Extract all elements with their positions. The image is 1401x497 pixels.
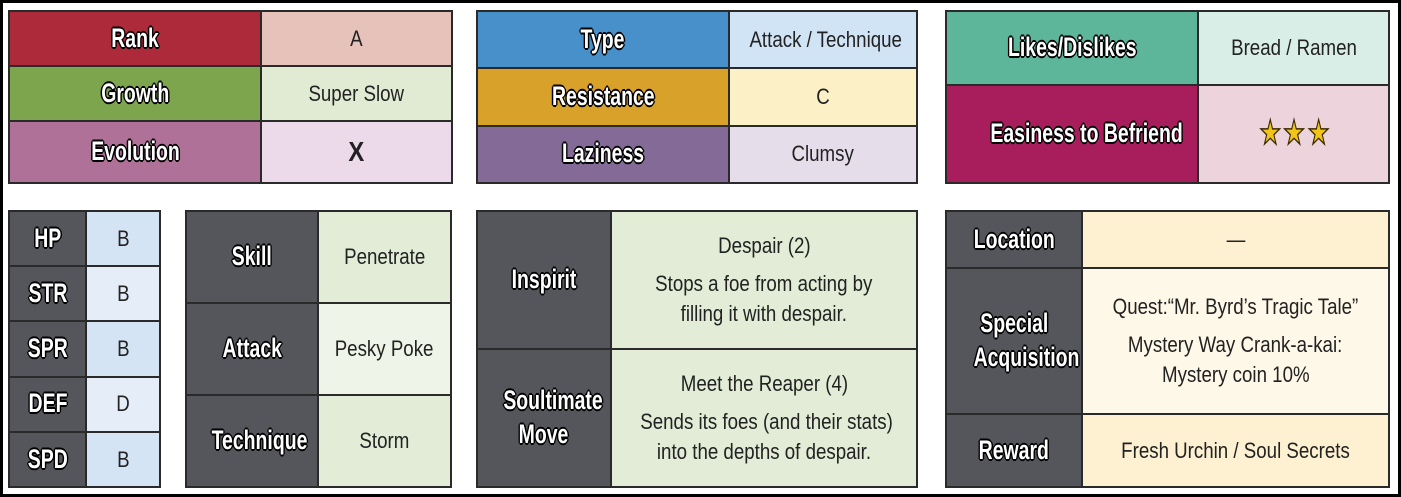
stat-label: SPR [8, 320, 87, 378]
inspirit-name: Despair (2) [717, 233, 811, 259]
inspirit-desc-line2: filling it with despair. [680, 300, 848, 326]
attack-row: Attack Pesky Poke [185, 302, 452, 396]
befriend-row: Easiness to Befriend ★★★ [945, 83, 1390, 185]
type-label: Type [476, 9, 730, 70]
stats-table: HP B STR B SPR B DEF D SPD B [8, 209, 161, 489]
stat-value: B [85, 430, 161, 489]
inspirit-desc-line1: Stops a foe from acting by [655, 271, 873, 297]
growth-value: Super Slow [260, 65, 453, 123]
stat-value: B [85, 209, 161, 268]
attack-value: Pesky Poke [317, 302, 452, 396]
evolution-row: Evolution X [8, 120, 453, 184]
skill-value: Penetrate [317, 210, 452, 304]
laziness-row: Laziness Clumsy [476, 124, 918, 185]
social-table: Likes/Dislikes Bread / Ramen Easiness to… [945, 10, 1390, 185]
special-line2: Mystery Way Crank-a-kai: [1128, 332, 1343, 358]
resistance-row: Resistance C [476, 67, 918, 127]
star-icon: ★ [1307, 113, 1330, 152]
befriend-value: ★★★ [1197, 83, 1390, 185]
special-line1: Quest:“Mr. Byrd’s Tragic Tale” [1112, 294, 1359, 320]
stat-label: DEF [8, 375, 87, 433]
inspirit-row: Inspirit Despair (2) Stops a foe from ac… [476, 210, 918, 350]
attack-label: Attack [185, 302, 319, 396]
resistance-value: C [728, 67, 918, 127]
inspirit-detail: Despair (2) Stops a foe from acting by f… [610, 210, 918, 350]
evolution-label: Evolution [8, 120, 262, 184]
evolution-value: X [260, 120, 453, 184]
rank-value: A [260, 9, 453, 68]
location-label: Location [945, 210, 1083, 269]
resistance-label: Resistance [476, 67, 730, 127]
stat-label: HP [8, 209, 87, 268]
moves-table: Skill Penetrate Attack Pesky Poke Techni… [185, 210, 452, 488]
skill-label: Skill [185, 210, 319, 304]
soultimate-desc-line2: into the depths of despair. [656, 438, 872, 464]
stat-value: B [85, 265, 161, 323]
befriend-label: Easiness to Befriend [945, 83, 1199, 185]
technique-row: Technique Storm [185, 394, 452, 488]
technique-label: Technique [185, 394, 319, 488]
soultimate-detail: Meet the Reaper (4) Sends its foes (and … [610, 348, 918, 488]
reward-label: Reward [945, 413, 1083, 488]
laziness-label: Laziness [476, 124, 730, 185]
special-line3: Mystery coin 10% [1161, 361, 1310, 387]
stat-label: STR [8, 265, 87, 323]
rank-row: Rank A [8, 9, 453, 68]
reward-value: Fresh Urchin / Soul Secrets [1081, 413, 1390, 488]
rank-label: Rank [8, 9, 262, 68]
type-value: Attack / Technique [728, 9, 918, 70]
stat-value: D [85, 375, 161, 433]
growth-label: Growth [8, 65, 262, 123]
inspirit-label: Inspirit [476, 210, 612, 350]
stat-row: SPR B [8, 320, 161, 378]
star-icon: ★ [1258, 113, 1281, 152]
stat-value: B [85, 320, 161, 378]
yokai-info-sheet: Rank A Growth Super Slow Evolution X Typ… [3, 3, 1398, 494]
befriend-stars: ★★★ [1257, 111, 1330, 157]
abilities-table: Inspirit Despair (2) Stops a foe from ac… [476, 210, 918, 488]
stat-row: DEF D [8, 375, 161, 433]
type-row: Type Attack / Technique [476, 9, 918, 70]
stat-label: SPD [8, 430, 87, 489]
profile-table: Rank A Growth Super Slow Evolution X [8, 9, 453, 184]
likes-value: Bread / Ramen [1197, 10, 1390, 86]
likes-row: Likes/Dislikes Bread / Ramen [945, 10, 1390, 86]
technique-value: Storm [317, 394, 452, 488]
location-row: Location — [945, 210, 1390, 269]
stat-row: STR B [8, 265, 161, 323]
special-value: Quest:“Mr. Byrd’s Tragic Tale” Mystery W… [1081, 267, 1390, 415]
traits-table: Type Attack / Technique Resistance C Laz… [476, 9, 918, 185]
stat-row: SPD B [8, 430, 161, 489]
skill-row: Skill Penetrate [185, 210, 452, 304]
location-value: — [1081, 210, 1390, 269]
star-icon: ★ [1283, 113, 1306, 152]
likes-label: Likes/Dislikes [945, 10, 1199, 86]
growth-row: Growth Super Slow [8, 65, 453, 123]
soultimate-desc-line1: Sends its foes (and their stats) [640, 409, 893, 435]
laziness-value: Clumsy [728, 124, 918, 185]
stat-row: HP B [8, 209, 161, 268]
soultimate-name: Meet the Reaper (4) [680, 371, 848, 397]
reward-row: Reward Fresh Urchin / Soul Secrets [945, 413, 1390, 488]
